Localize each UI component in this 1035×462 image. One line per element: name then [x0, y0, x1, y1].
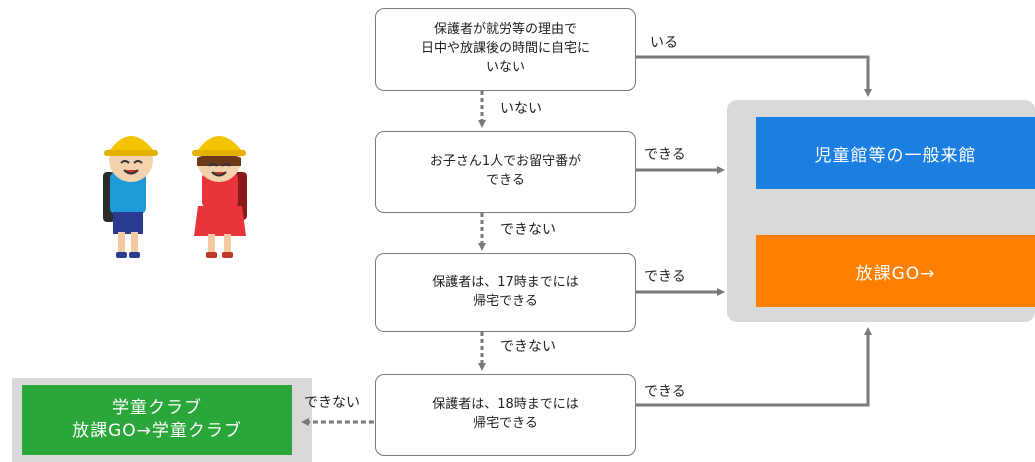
- q1-line-2: 日中や放課後の時間に自宅に: [420, 41, 590, 57]
- club-line-1: 学童クラブ: [112, 398, 202, 419]
- boy-figure: [103, 136, 158, 258]
- question-box-1: 保護者が就労等の理由で 日中や放課後の時間に自宅に いない: [375, 8, 636, 91]
- question-box-3: 保護者は、17時までには 帰宅できる: [375, 253, 636, 332]
- question-box-2: お子さん1人でお留守番が できる: [375, 131, 636, 213]
- q3-line-2: 帰宅できる: [473, 293, 538, 309]
- q4-line-2: 帰宅できる: [473, 416, 538, 431]
- edge-q1-yes: [636, 55, 872, 97]
- question-box-4: 保護者は、18時までには 帰宅できる: [375, 374, 636, 456]
- q4-line-1: 保護者は、18時までには: [432, 397, 579, 413]
- q3-line-1: 保護者は、17時までには: [432, 274, 579, 290]
- label-q4-yes: できる: [644, 384, 686, 400]
- edge-q4-yes: [636, 327, 872, 407]
- q2-line-1: お子さん1人でお留守番が: [429, 154, 582, 170]
- label-q2-yes: できる: [644, 147, 686, 163]
- girl-figure: [192, 136, 247, 258]
- label-q1-no: いない: [500, 101, 542, 117]
- label-q3-yes: できる: [644, 269, 686, 285]
- label-q3-no: できない: [500, 339, 556, 355]
- hoka-go-label: 放課GO→: [855, 263, 936, 284]
- label-q1-yes: いる: [650, 35, 678, 51]
- gakudo-club-box: 学童クラブ 放課GO→学童クラブ: [22, 385, 292, 455]
- general-visit-label: 児童館等の一般来館: [814, 145, 977, 166]
- label-q4-no: できない: [304, 395, 360, 411]
- label-q2-no: できない: [500, 222, 556, 238]
- q1-line-1: 保護者が就労等の理由で: [433, 22, 577, 38]
- hoka-go-box: 放課GO→: [756, 235, 1035, 307]
- club-line-2: 放課GO→学童クラブ: [72, 421, 242, 441]
- q1-line-3: いない: [485, 59, 525, 75]
- general-visit-box: 児童館等の一般来館: [756, 117, 1035, 189]
- q2-line-2: できる: [486, 173, 525, 188]
